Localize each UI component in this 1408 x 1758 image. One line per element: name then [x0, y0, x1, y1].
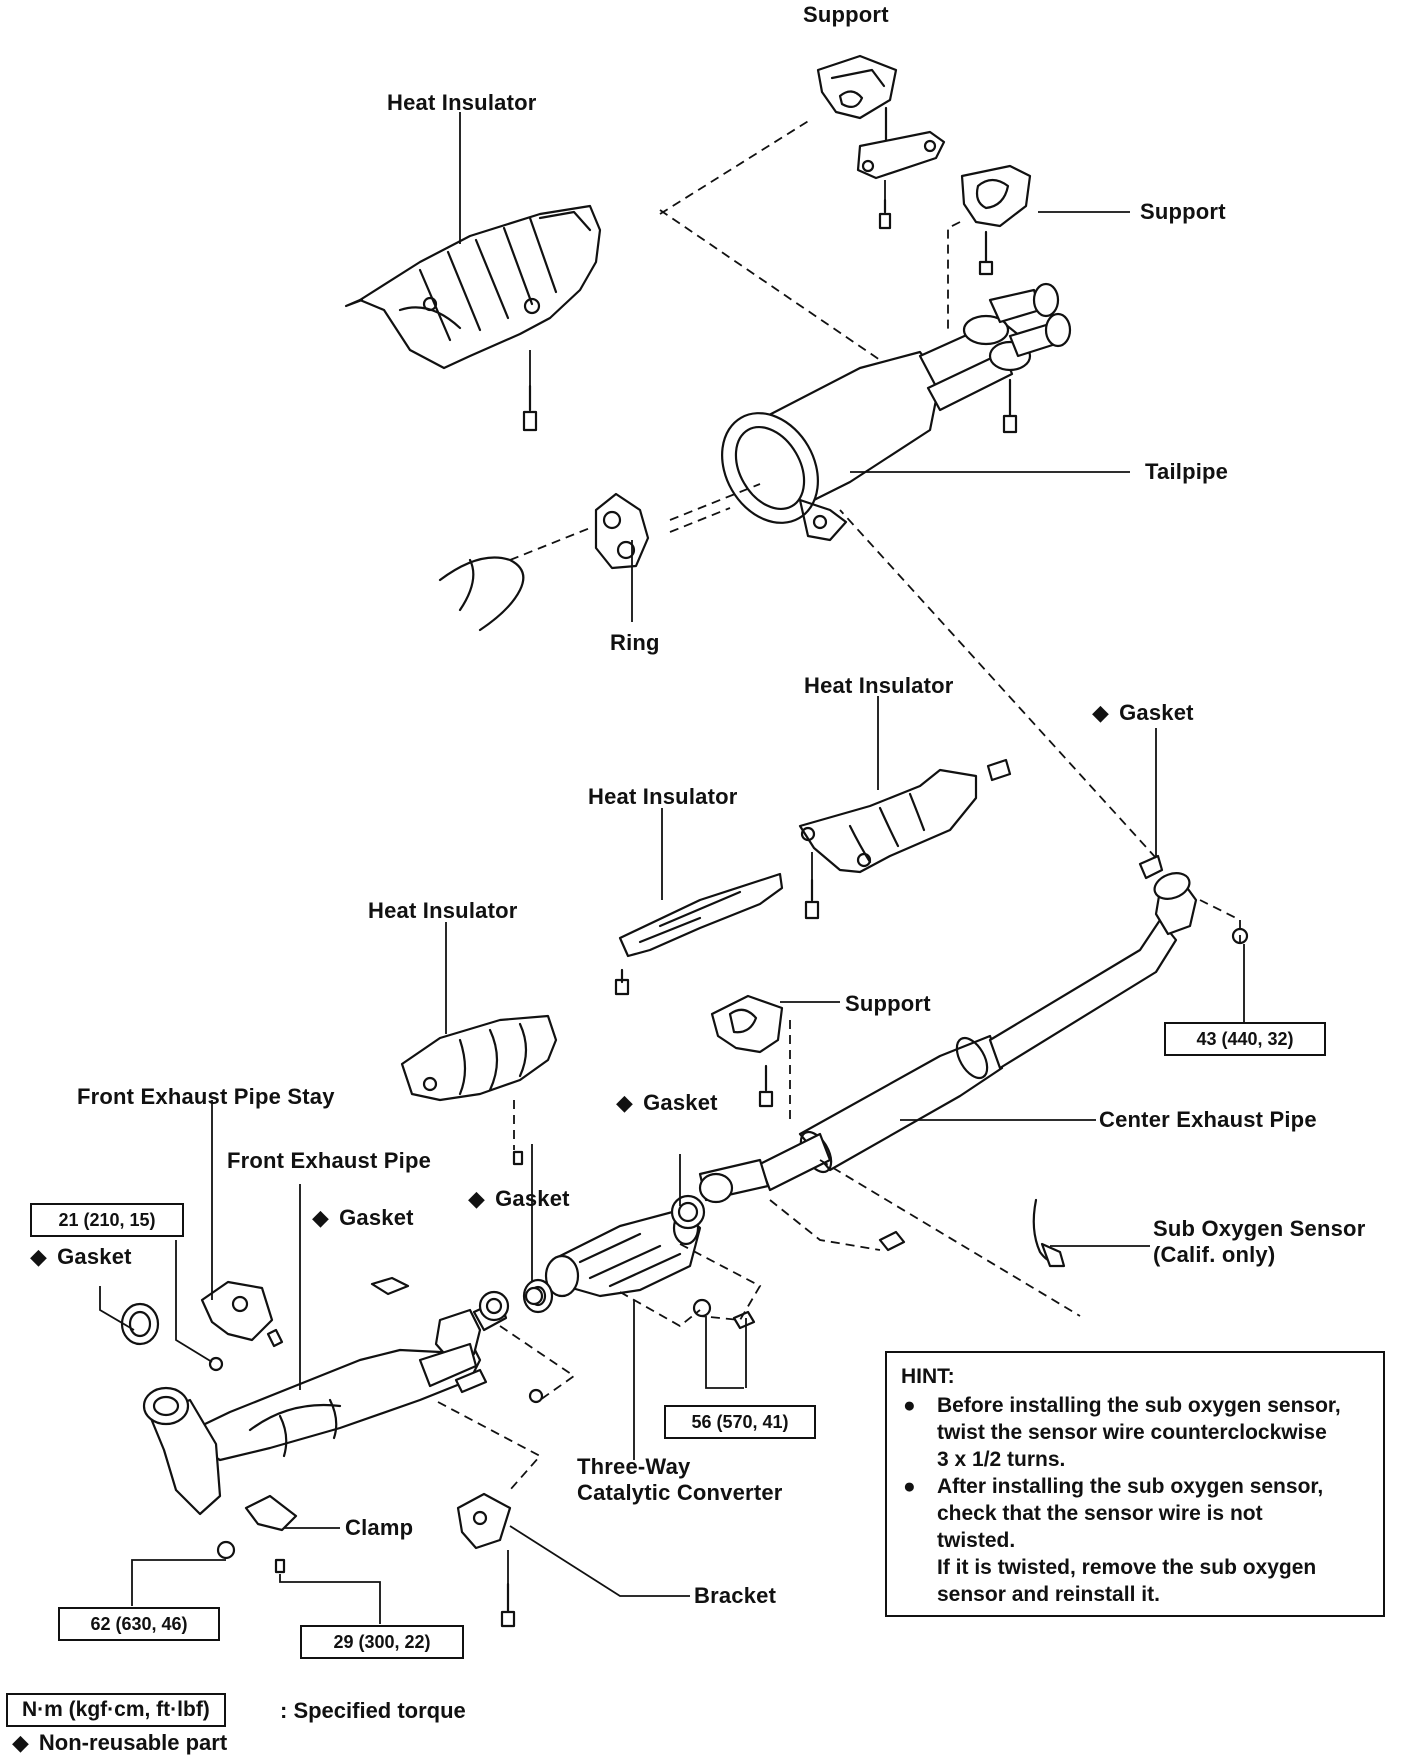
catalytic-converter-part [522, 1194, 762, 1330]
label-gasket-tail: ◆Gasket [1092, 700, 1194, 725]
torque-62: 62 (630, 46) [58, 1607, 220, 1641]
label-support-center: Support [845, 991, 931, 1016]
sub-oxygen-sensor-part [1032, 1198, 1066, 1268]
support-top-part [816, 54, 946, 230]
label-heat-insulator-mid-right: Heat Insulator [804, 673, 954, 698]
label-three-way-catalytic-converter: Three-Way Catalytic Converter [577, 1454, 783, 1505]
support-center-part [710, 994, 791, 1120]
torque-56: 56 (570, 41) [664, 1405, 816, 1439]
hint-title: HINT: [901, 1365, 955, 1388]
nonreusable-diamond-icon: ◆ [312, 1205, 330, 1230]
legend-torque-unit-box: N·m (kgf·cm, ft·lbf) [6, 1693, 226, 1727]
legend-nonreusable: ◆Non-reusable part [12, 1730, 228, 1755]
torque-29: 29 (300, 22) [300, 1625, 464, 1659]
bullet-icon: ● [903, 1475, 916, 1498]
tailpipe-part [659, 119, 1072, 542]
nonreusable-diamond-icon: ◆ [12, 1730, 29, 1755]
label-gasket-catalytic-rear: ◆Gasket [616, 1090, 718, 1115]
support-right-part [947, 164, 1032, 330]
center-exhaust-pipe-part [698, 509, 1249, 1317]
front-exhaust-pipe-part [142, 1286, 576, 1516]
nonreusable-diamond-icon: ◆ [1092, 700, 1110, 725]
label-front-exhaust-pipe: Front Exhaust Pipe [227, 1148, 432, 1173]
torque-21: 21 (210, 15) [30, 1203, 184, 1237]
label-ring: Ring [610, 630, 660, 655]
label-gasket-manifold: ◆Gasket [30, 1244, 132, 1269]
label-heat-insulator-front: Heat Insulator [368, 898, 518, 923]
legend-torque-text: : Specified torque [280, 1698, 466, 1723]
heat-insulator-mid-part [614, 872, 784, 996]
leader-lines [99, 112, 1245, 1624]
heat-insulator-front-part [400, 1014, 558, 1166]
label-gasket-front-pipe: ◆Gasket [312, 1205, 414, 1230]
heat-insulator-top-part [344, 204, 602, 432]
bullet-icon: ● [903, 1394, 916, 1417]
label-bracket: Bracket [694, 1583, 777, 1608]
label-gasket-catalytic-front: ◆Gasket [468, 1186, 570, 1211]
nonreusable-diamond-icon: ◆ [616, 1090, 634, 1115]
label-support-top: Support [803, 2, 889, 27]
label-center-exhaust-pipe: Center Exhaust Pipe [1099, 1107, 1317, 1132]
ring-part [438, 483, 761, 632]
label-tailpipe: Tailpipe [1145, 459, 1229, 484]
hint-item-1: ● Before installing the sub oxygen senso… [903, 1394, 1341, 1471]
label-clamp: Clamp [345, 1515, 414, 1540]
nonreusable-diamond-icon: ◆ [30, 1244, 48, 1269]
label-support-right: Support [1140, 199, 1226, 224]
front-small-parts [120, 1276, 516, 1628]
hint-box: HINT: ● Before installing the sub oxygen… [885, 1351, 1385, 1617]
heat-insulator-mid-right-part [798, 758, 1012, 920]
label-front-exhaust-pipe-stay: Front Exhaust Pipe Stay [77, 1084, 335, 1109]
label-sub-oxygen-sensor: Sub Oxygen Sensor (Calif. only) [1153, 1216, 1366, 1267]
torque-43: 43 (440, 32) [1164, 1022, 1326, 1056]
label-heat-insulator-mid: Heat Insulator [588, 784, 738, 809]
label-heat-insulator-top: Heat Insulator [387, 90, 537, 115]
nonreusable-diamond-icon: ◆ [468, 1186, 486, 1211]
hint-item-2: ● After installing the sub oxygen sensor… [903, 1475, 1324, 1606]
